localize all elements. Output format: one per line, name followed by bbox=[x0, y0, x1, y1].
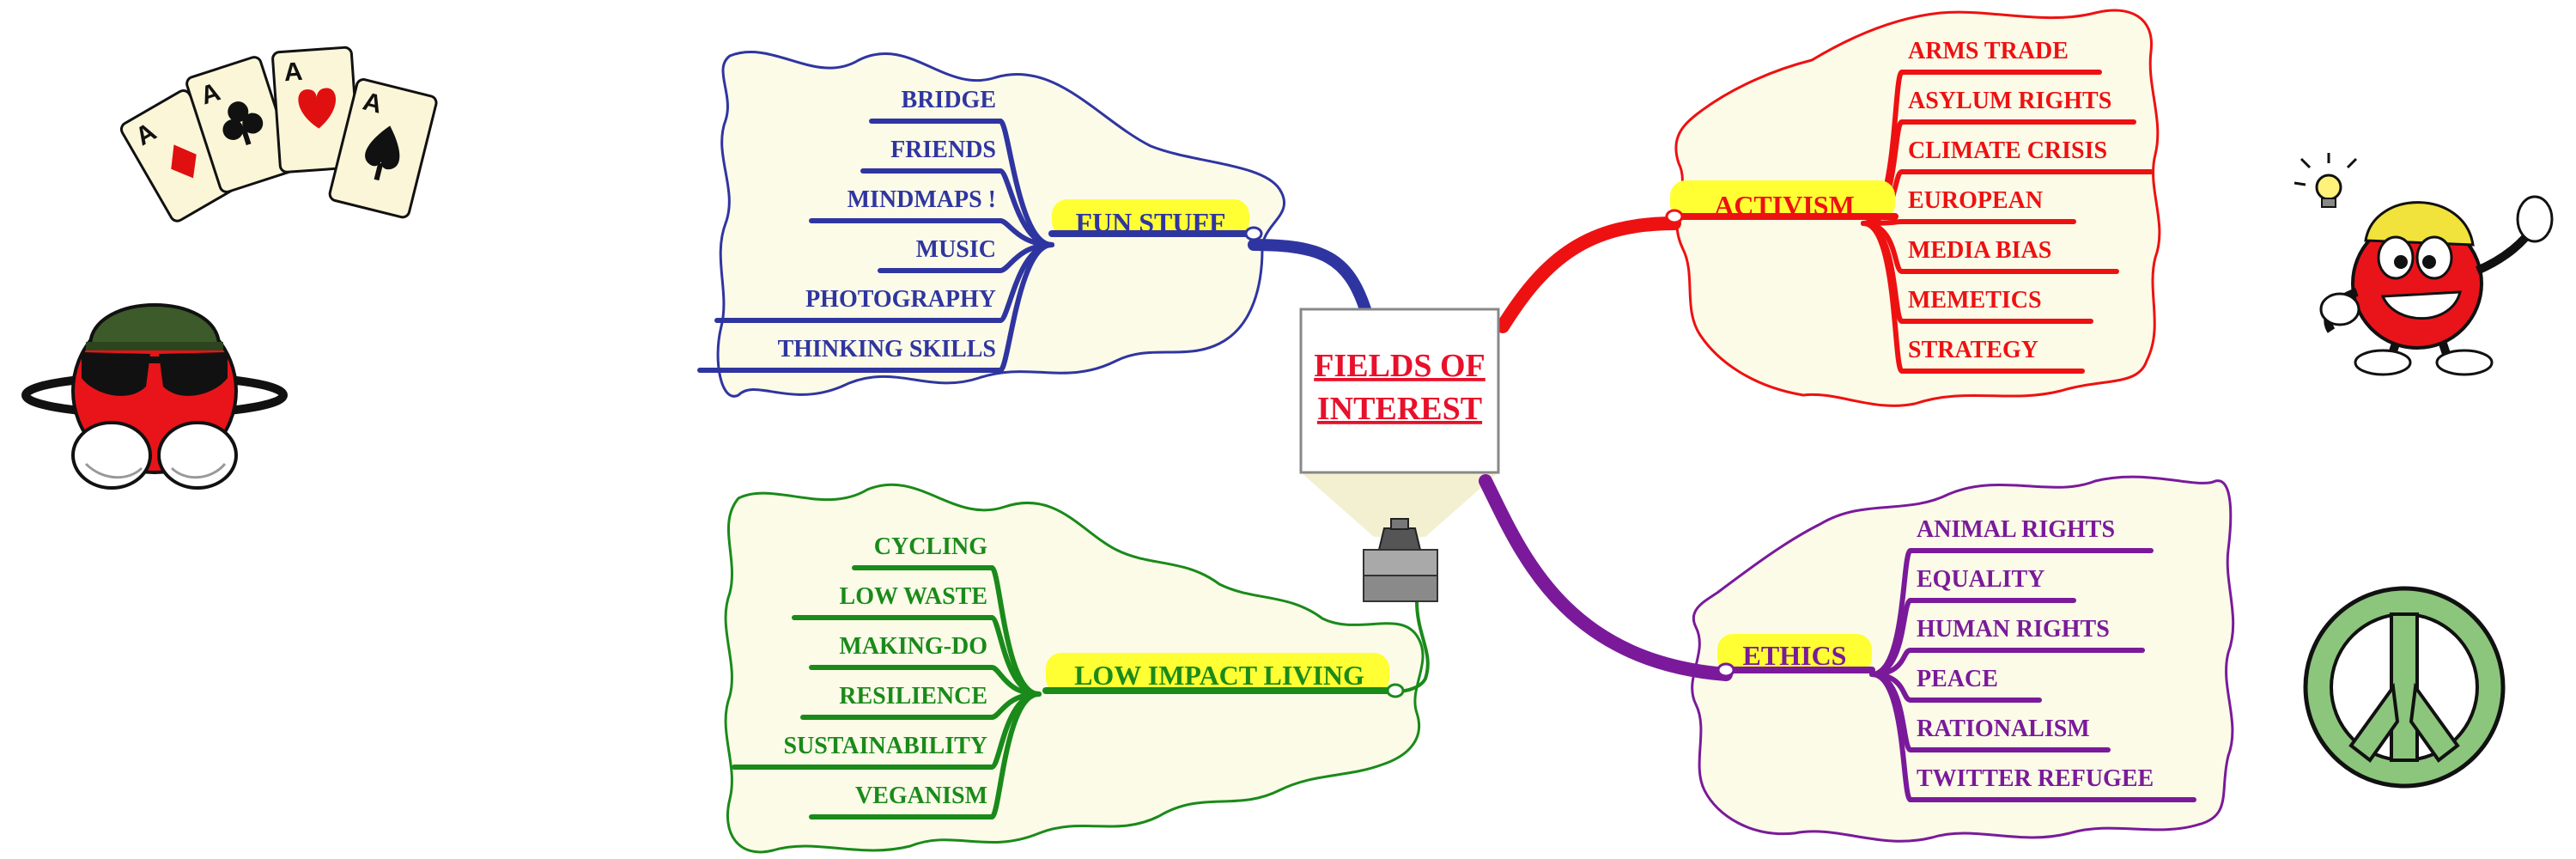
ethics-main-branch bbox=[1479, 474, 1733, 681]
activism-branch: ARMS TRADE ASYLUM RIGHTS CLIMATE CRISIS EUR… bbox=[1665, 38, 2154, 374]
topic-arms-trade[interactable]: ARMS TRADE bbox=[1908, 38, 2069, 64]
fun-stuff-label[interactable]: FUN STUFF bbox=[1075, 207, 1225, 238]
lightbulb-icon bbox=[2293, 153, 2358, 208]
topic-animal-rights[interactable]: ANIMAL RIGHTS bbox=[1917, 516, 2115, 543]
topic-mindmaps[interactable]: MINDMAPS ! bbox=[848, 186, 996, 213]
activism-node-dot[interactable] bbox=[1665, 209, 1684, 224]
central-title-line1: FIELDS OF bbox=[1314, 348, 1485, 384]
connector-veganism bbox=[989, 691, 1042, 819]
topic-strategy[interactable]: STRATEGY bbox=[1908, 337, 2038, 363]
connector-strategy bbox=[1861, 221, 1905, 374]
topic-media-bias[interactable]: MEDIA BIAS bbox=[1908, 237, 2051, 264]
peace-symbol-icon bbox=[2303, 586, 2506, 789]
ethics-branch: ANIMAL RIGHTS EQUALITY HUMAN RIGHTS PEACE RA… bbox=[1714, 516, 2196, 802]
projector-icon bbox=[1363, 518, 1438, 602]
activism-main-branch bbox=[1496, 216, 1681, 333]
low-impact-living-highlight bbox=[1046, 653, 1389, 694]
projector-beam bbox=[1301, 472, 1498, 537]
topic-memetics[interactable]: MEMETICS bbox=[1908, 287, 2042, 314]
fun-stuff-main-branch bbox=[1248, 239, 1371, 315]
fun-stuff-cloud bbox=[716, 51, 1286, 398]
low-impact-living-branch: CYCLING LOW WASTE MAKING-DO RESILIENCE SUSTA… bbox=[732, 533, 1405, 819]
topic-peace[interactable]: PEACE bbox=[1917, 666, 1998, 692]
ethics-highlight bbox=[1717, 634, 1872, 673]
topic-photography[interactable]: PHOTOGRAPHY bbox=[805, 286, 996, 313]
topic-music[interactable]: MUSIC bbox=[916, 236, 996, 263]
topic-asylum-rights[interactable]: ASYLUM RIGHTS bbox=[1908, 88, 2111, 114]
topic-sustainability[interactable]: SUSTAINABILITY bbox=[783, 733, 987, 759]
topic-making-do[interactable]: MAKING-DO bbox=[839, 633, 987, 660]
activism-label[interactable]: ACTIVISM bbox=[1714, 190, 1855, 221]
topic-veganism[interactable]: VEGANISM bbox=[855, 783, 987, 809]
sunglasses-mascot-icon bbox=[21, 303, 288, 490]
topic-thinking-skills[interactable]: THINKING SKILLS bbox=[778, 336, 996, 362]
connector-twitter-refugee bbox=[1869, 672, 1913, 802]
topic-climate-crisis[interactable]: CLIMATE CRISIS bbox=[1908, 137, 2107, 164]
topic-rationalism[interactable]: RATIONALISM bbox=[1917, 716, 2090, 742]
fun-stuff-node-dot[interactable] bbox=[1244, 226, 1263, 241]
card-rank-heart: A bbox=[283, 58, 304, 87]
topic-cycling[interactable]: CYCLING bbox=[874, 533, 987, 560]
central-node-box[interactable] bbox=[1299, 308, 1500, 474]
topic-bridge[interactable]: BRIDGE bbox=[902, 87, 996, 113]
topic-friends[interactable]: FRIENDS bbox=[890, 137, 996, 163]
ethics-node-dot[interactable] bbox=[1716, 662, 1735, 678]
connector-thinking-skills bbox=[998, 242, 1054, 373]
ethics-label[interactable]: ETHICS bbox=[1743, 640, 1847, 671]
idea-mascot-icon bbox=[2293, 153, 2554, 376]
topic-european[interactable]: EUROPEAN bbox=[1908, 187, 2043, 214]
topic-resilience[interactable]: RESILIENCE bbox=[839, 683, 987, 710]
low-impact-living-label[interactable]: LOW IMPACT LIVING bbox=[1074, 660, 1364, 691]
activism-highlight bbox=[1670, 180, 1895, 220]
low-impact-living-node-dot[interactable] bbox=[1386, 683, 1405, 698]
topic-twitter-refugee[interactable]: TWITTER REFUGEE bbox=[1917, 765, 2154, 792]
topic-human-rights[interactable]: HUMAN RIGHTS bbox=[1917, 616, 2110, 643]
activism-cloud bbox=[1674, 9, 2161, 407]
central-title-line2: INTEREST bbox=[1317, 391, 1482, 427]
low-impact-connector bbox=[1394, 600, 1430, 693]
topic-low-waste[interactable]: LOW WASTE bbox=[840, 583, 987, 610]
fun-stuff-highlight bbox=[1052, 199, 1249, 237]
playing-cards-icon: A A A A bbox=[119, 46, 438, 222]
fun-stuff-branch: BRIDGE FRIENDS MINDMAPS ! MUSIC PHOTOGRAPHY T… bbox=[697, 87, 1263, 373]
topic-equality[interactable]: EQUALITY bbox=[1917, 566, 2044, 593]
